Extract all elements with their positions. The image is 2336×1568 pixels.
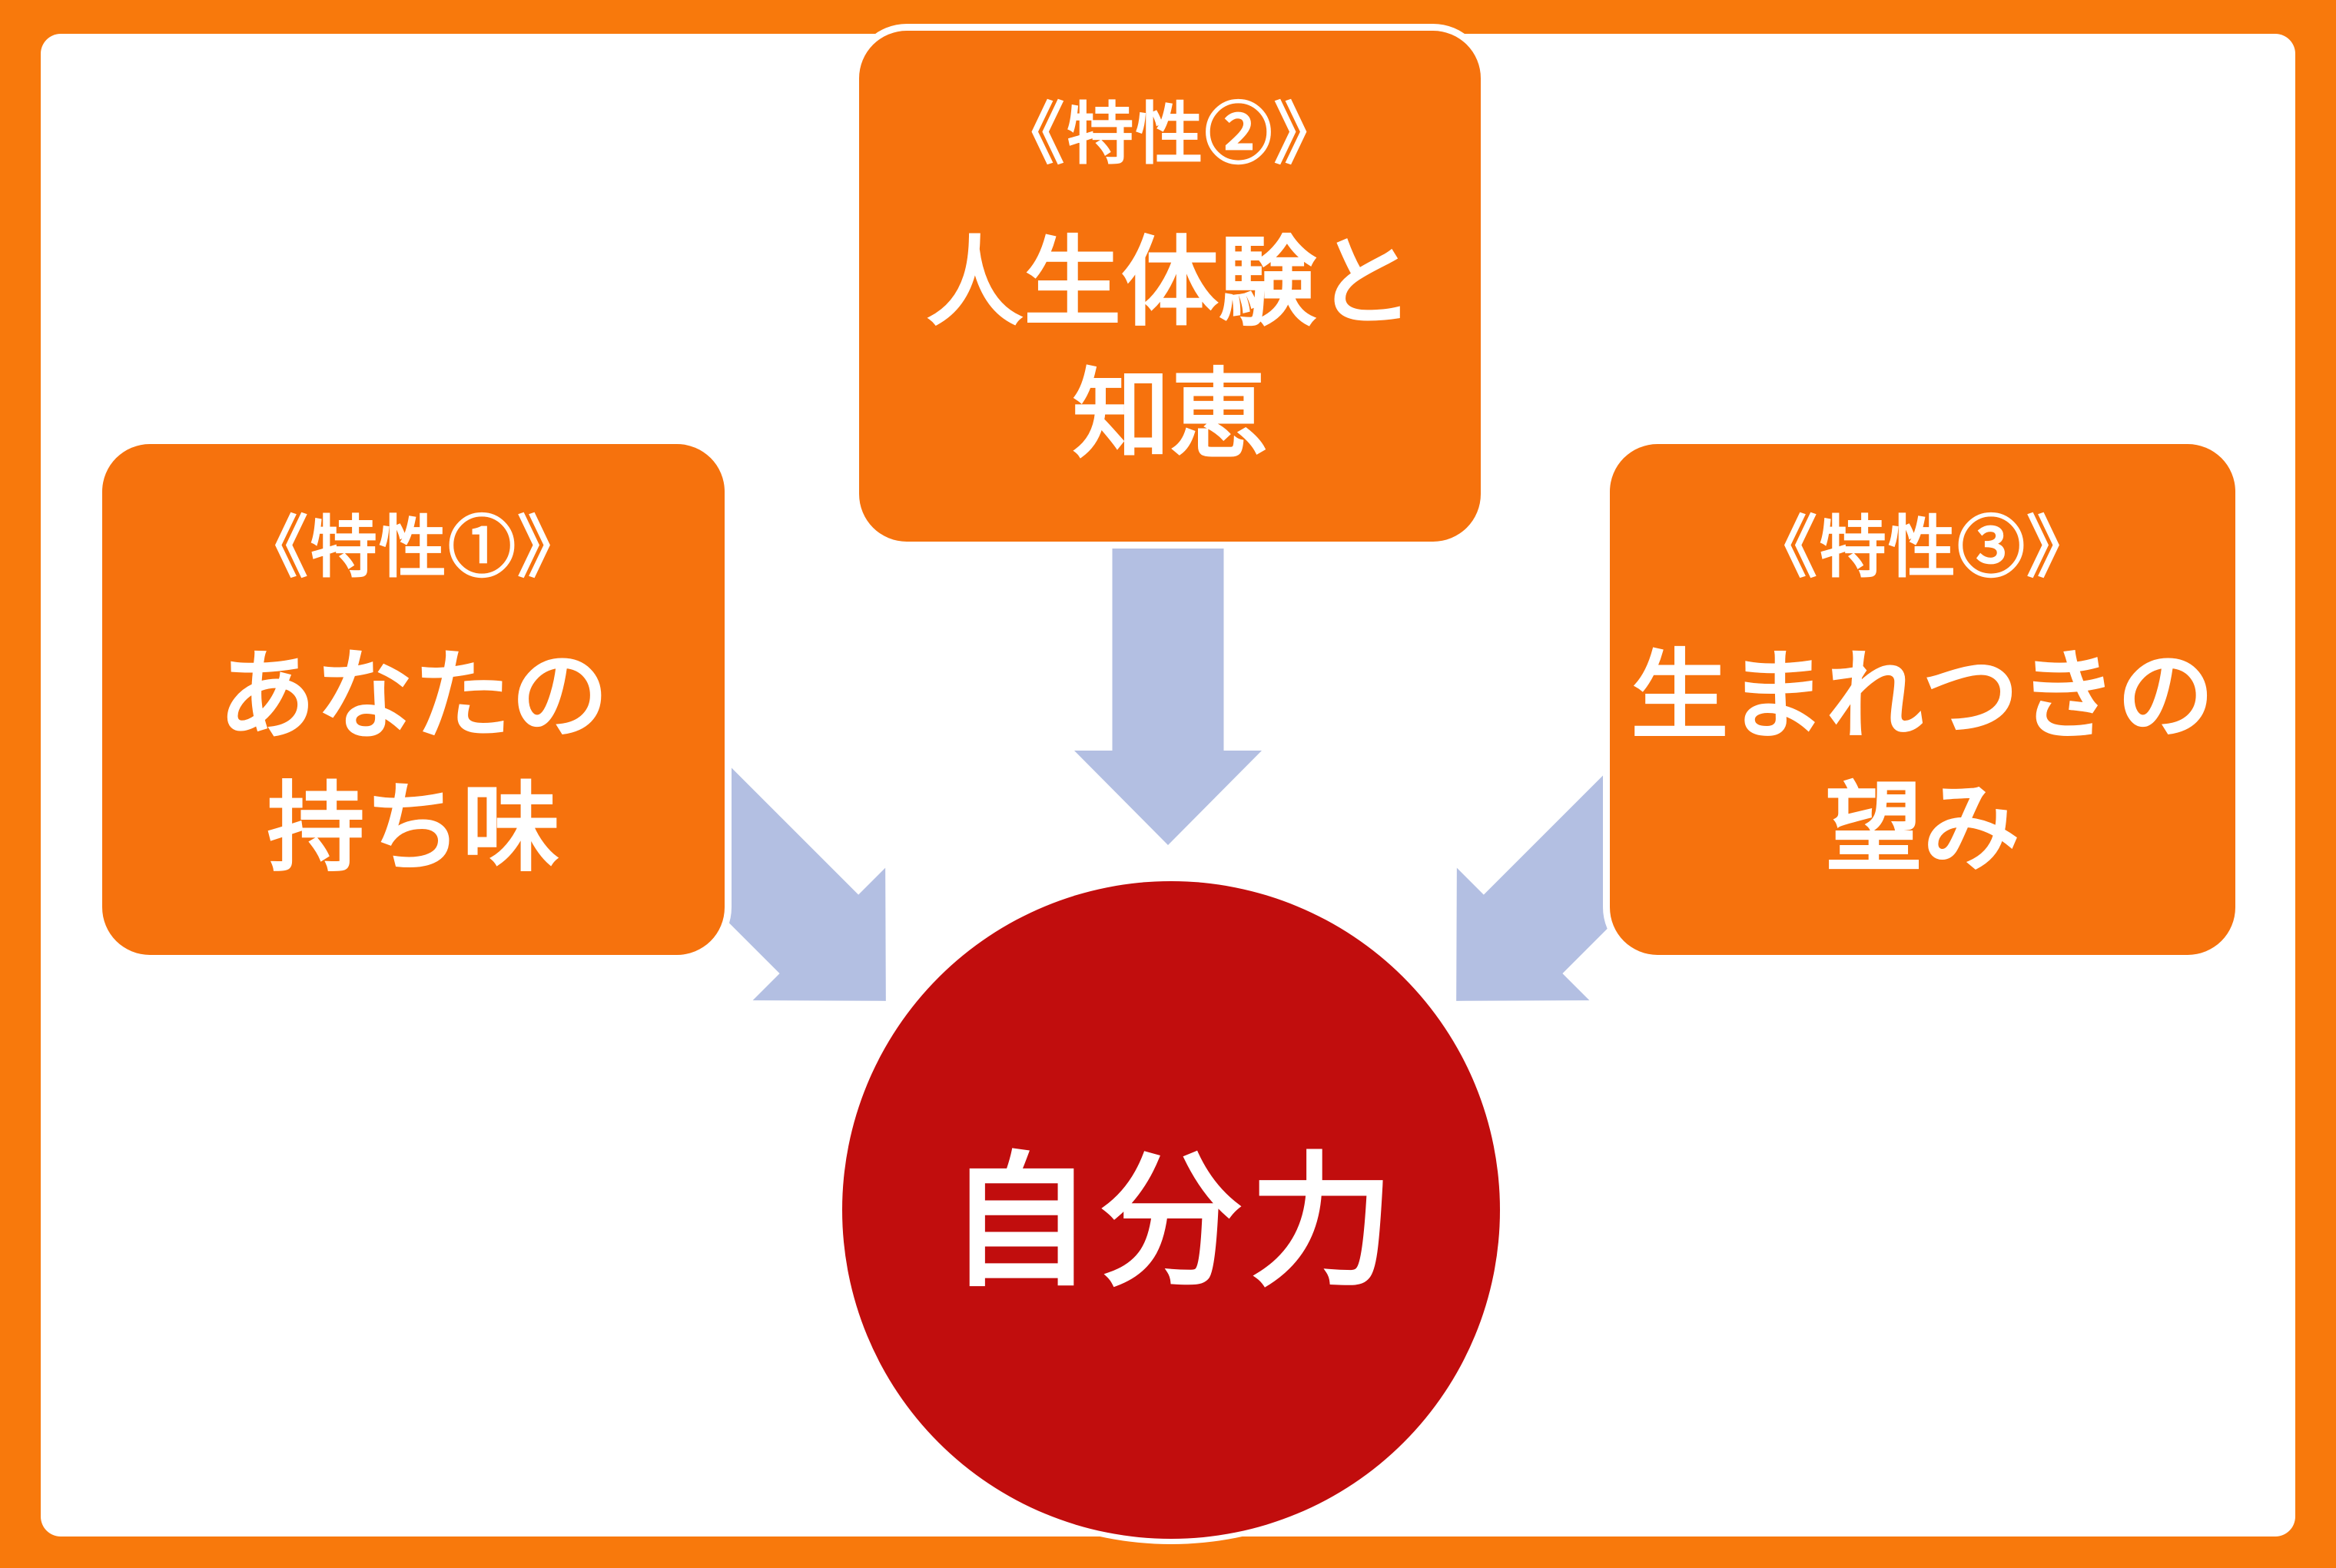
feature-box-2-line1: 人生体験と bbox=[925, 227, 1414, 337]
feature-box-3-text: 生まれつきの 望み bbox=[1631, 630, 2214, 894]
feature-box-1-line2: 持ち味 bbox=[267, 773, 560, 883]
center-circle-text: 自分力 bbox=[948, 1142, 1400, 1303]
feature-box-3: 《特性③》 生まれつきの 望み bbox=[1610, 444, 2235, 955]
feature-box-1-line1: あなたの bbox=[217, 641, 609, 751]
feature-box-2: 《特性②》 人生体験と 知恵 bbox=[859, 31, 1481, 542]
arrow-top-box-to-center-icon bbox=[1074, 538, 1262, 845]
feature-box-3-line1: 生まれつきの bbox=[1631, 641, 2215, 751]
feature-box-2-heading: 《特性②》 bbox=[997, 95, 1343, 172]
center-circle: 自分力 bbox=[842, 881, 1500, 1539]
feature-box-1: 《特性①》 あなたの 持ち味 bbox=[102, 444, 725, 955]
feature-box-3-line2: 望み bbox=[1824, 773, 2020, 883]
feature-box-2-line2: 知恵 bbox=[1072, 360, 1268, 469]
feature-box-3-heading: 《特性③》 bbox=[1749, 509, 2095, 585]
feature-box-2-text: 人生体験と 知恵 bbox=[926, 217, 1414, 481]
feature-box-1-text: あなたの 持ち味 bbox=[218, 630, 609, 894]
feature-box-1-heading: 《特性①》 bbox=[240, 509, 586, 585]
